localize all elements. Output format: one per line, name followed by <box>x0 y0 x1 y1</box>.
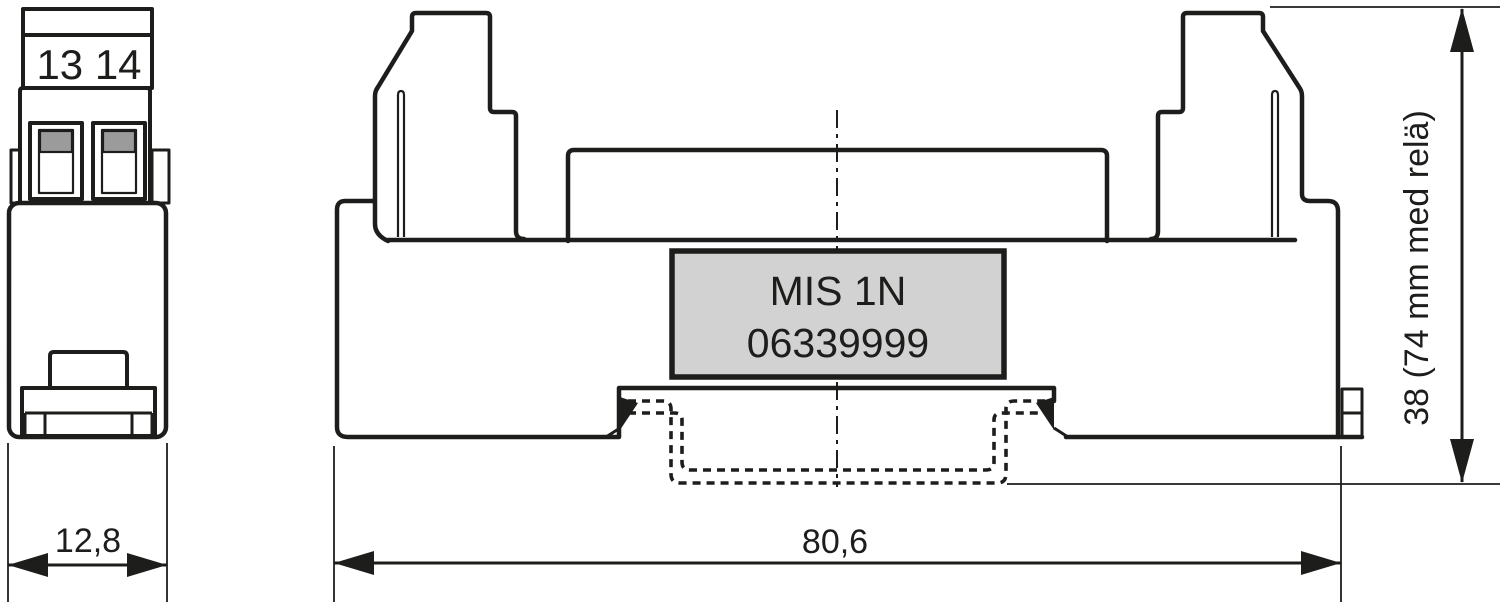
dimension-front-width: 80,6 <box>333 446 1342 602</box>
arrowhead-down-icon <box>1450 439 1474 483</box>
din-claw-right <box>1036 397 1069 439</box>
tower-right <box>1148 10 1341 440</box>
terminal-housing <box>18 86 152 203</box>
front-view: MIS 1N 06339999 <box>334 10 1365 487</box>
product-label-line2: 06339999 <box>747 320 929 366</box>
dimension-value-front-width: 80,6 <box>802 523 868 561</box>
terminal-window-left <box>28 121 84 201</box>
terminal-clamp-left <box>38 129 74 154</box>
din-clip-block <box>20 386 157 438</box>
dimension-side-width: 12,8 <box>7 443 168 602</box>
din-rail-outer <box>628 399 1052 485</box>
tower-right-slot <box>1270 89 1280 237</box>
side-rail-right <box>150 148 171 205</box>
terminal-clamp-right <box>101 129 137 154</box>
body-outline-left-bottom <box>334 198 1057 440</box>
dimension-height: 38 (74 mm med relä) <box>1007 6 1500 485</box>
side-view: 13 14 <box>6 7 171 440</box>
din-clip-feet <box>23 411 154 436</box>
side-rail-left <box>9 148 22 205</box>
arrowhead-left-icon <box>334 551 374 575</box>
arrowhead-right-icon <box>127 553 167 577</box>
din-claw-left <box>605 397 638 439</box>
side-body <box>6 200 169 440</box>
din-rail-profile <box>628 399 1052 485</box>
arrowhead-right-icon <box>1301 551 1341 575</box>
latch-right <box>1340 387 1364 439</box>
din-clip-nub <box>48 350 129 388</box>
terminal-window-right <box>91 121 147 201</box>
product-label-line1: MIS 1N <box>770 268 907 314</box>
dimension-value-side-width: 12,8 <box>55 522 121 560</box>
product-label: MIS 1N 06339999 <box>669 248 1007 380</box>
dimension-value-height: 38 (74 mm med relä) <box>1398 110 1436 426</box>
tower-left <box>372 10 527 244</box>
tower-left-slot <box>396 89 406 237</box>
terminal-numbers: 13 14 <box>36 41 141 88</box>
din-rail-inner <box>628 411 1052 472</box>
product-label-box <box>669 248 1007 380</box>
arrowhead-left-icon <box>8 553 48 577</box>
arrowhead-up-icon <box>1450 8 1474 52</box>
